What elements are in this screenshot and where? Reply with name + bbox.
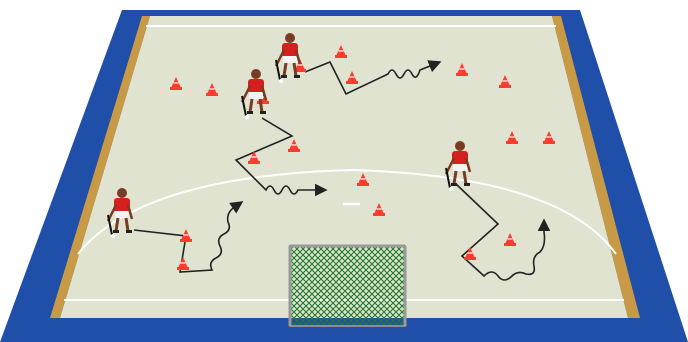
goal-icon	[290, 246, 405, 326]
